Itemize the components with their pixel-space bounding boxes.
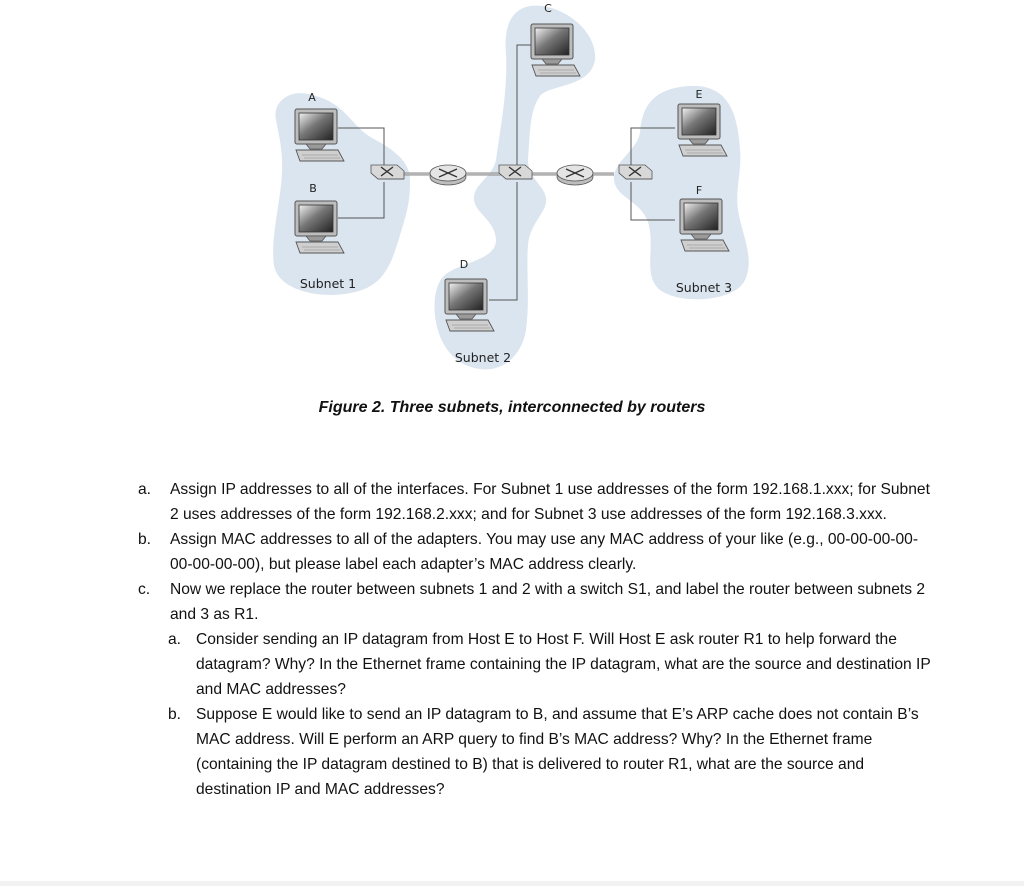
host-b-computer-icon bbox=[294, 200, 345, 254]
host-label-b: B bbox=[309, 182, 317, 195]
host-f-computer-icon bbox=[679, 198, 730, 252]
host-c-computer-icon bbox=[530, 23, 581, 77]
switch-subnet-3 bbox=[618, 164, 653, 180]
subnet-2-region bbox=[434, 5, 596, 370]
subnet-label-2: Subnet 2 bbox=[455, 350, 511, 365]
host-d-computer-icon bbox=[444, 278, 495, 332]
switch-subnet-1 bbox=[370, 164, 405, 180]
subquestion-text: Suppose E would like to send an IP datag… bbox=[196, 706, 919, 798]
host-label-c: C bbox=[544, 2, 552, 15]
subquestion-marker: b. bbox=[168, 706, 182, 723]
question-marker: a. bbox=[138, 481, 152, 498]
subquestion-text: Consider sending an IP datagram from Hos… bbox=[196, 631, 931, 698]
subquestion-list: a. Consider sending an IP datagram from … bbox=[158, 627, 934, 802]
question-text: Assign IP addresses to all of the interf… bbox=[170, 481, 930, 523]
question-a: a. Assign IP addresses to all of the int… bbox=[134, 477, 934, 527]
page-bottom-edge bbox=[0, 881, 1024, 886]
question-list: a. Assign IP addresses to all of the int… bbox=[134, 477, 934, 802]
question-text: Assign MAC addresses to all of the adapt… bbox=[170, 531, 919, 573]
figure-caption: Figure 2. Three subnets, interconnected … bbox=[318, 399, 706, 416]
host-label-a: A bbox=[308, 91, 316, 104]
subquestion-a: a. Consider sending an IP datagram from … bbox=[158, 627, 934, 702]
subnet-1-region bbox=[273, 93, 410, 295]
host-label-d: D bbox=[460, 258, 468, 271]
router-1 bbox=[429, 164, 467, 186]
question-marker: c. bbox=[138, 581, 151, 598]
subnet-label-1: Subnet 1 bbox=[300, 276, 356, 291]
question-c: c. Now we replace the router between sub… bbox=[134, 577, 934, 627]
switch-subnet-2 bbox=[498, 164, 533, 180]
subnet-label-3: Subnet 3 bbox=[676, 280, 732, 295]
host-a-computer-icon bbox=[294, 108, 345, 162]
subquestion-marker: a. bbox=[168, 631, 182, 648]
host-e-computer-icon bbox=[677, 103, 728, 157]
question-text: Now we replace the router between subnet… bbox=[170, 581, 926, 623]
host-label-f: F bbox=[696, 184, 702, 197]
host-label-e: E bbox=[696, 88, 703, 101]
subquestion-b: b. Suppose E would like to send an IP da… bbox=[158, 702, 934, 802]
router-2 bbox=[556, 164, 594, 186]
question-b: b. Assign MAC addresses to all of the ad… bbox=[134, 527, 934, 577]
network-diagram: A B C D E F Subnet 1 Subnet 2 Subnet 3 bbox=[273, 2, 749, 370]
question-marker: b. bbox=[138, 531, 152, 548]
